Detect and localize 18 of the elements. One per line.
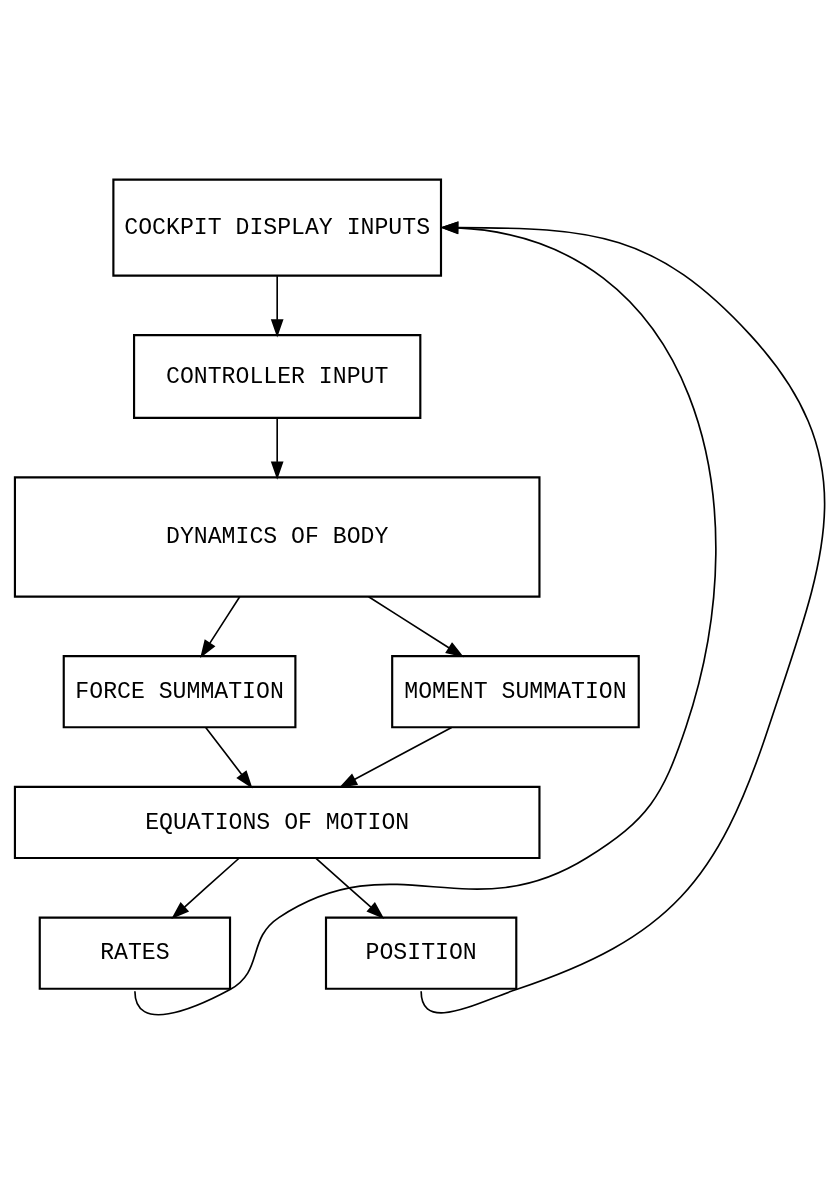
node-box: EQUATIONS OF MOTION [13, 785, 541, 860]
node-box: POSITION [324, 916, 518, 990]
node-box: MOMENT SUMMATION [391, 655, 640, 729]
arrow [171, 857, 240, 919]
arrow [270, 275, 284, 338]
node-box: RATES [38, 916, 232, 990]
arrow [134, 221, 717, 1016]
arrow [200, 595, 241, 659]
arrow [339, 726, 453, 788]
arrow [420, 221, 826, 1014]
node-box: FORCE SUMMATION [62, 655, 297, 729]
arrow [367, 595, 464, 658]
node-box: CONTROLLER INPUT [133, 334, 422, 419]
arrow [270, 417, 284, 480]
arrow [314, 857, 385, 919]
node-box: DYNAMICS OF BODY [13, 476, 541, 598]
arrow [204, 726, 253, 789]
node-box: COCKPIT DISPLAY INPUTS [112, 178, 443, 277]
